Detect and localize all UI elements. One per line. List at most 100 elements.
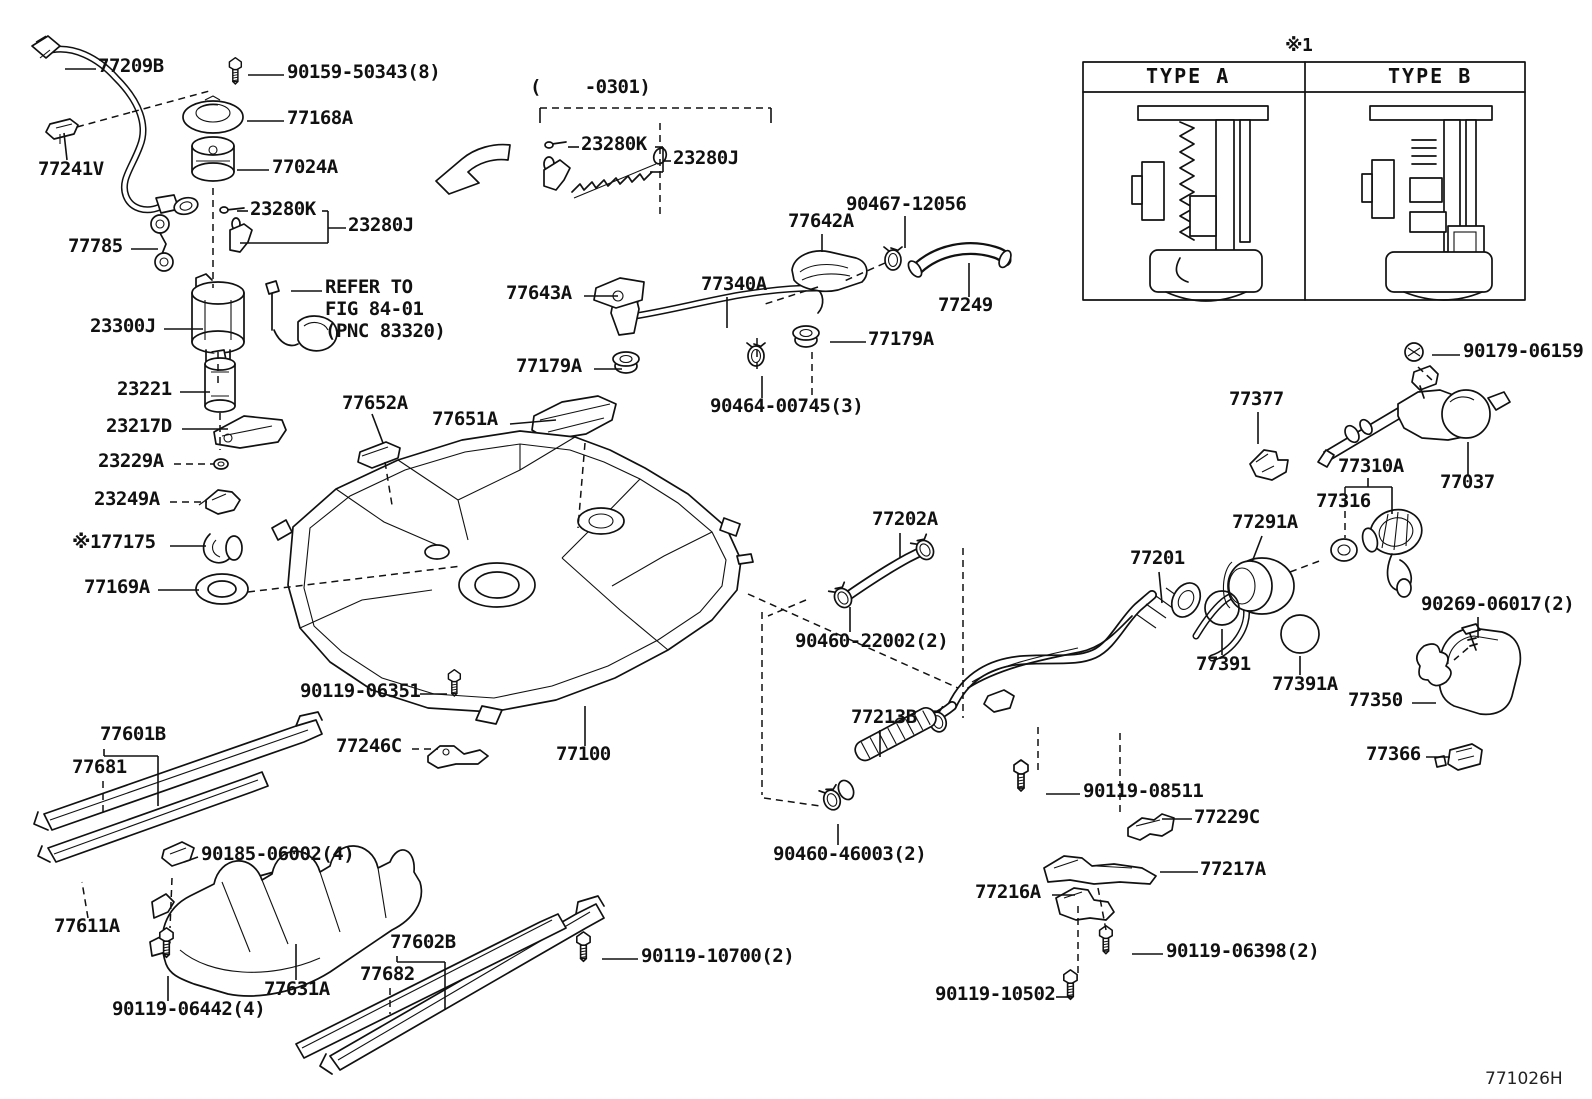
leader-dashed-line (763, 797, 821, 807)
leader-line (1251, 535, 1263, 563)
gasket-77391a-drawing (1280, 614, 1320, 654)
part-label-90460220022: 90460-22002(2) (795, 630, 949, 652)
part-label-77643a: 77643A (506, 282, 572, 304)
fuel-pump-plate-stack-drawing (150, 95, 338, 605)
leader-dashed-line (1417, 366, 1434, 382)
part-label-9017906159: 90179-06159 (1463, 340, 1584, 362)
tank-cushion-pads-drawing (357, 395, 617, 469)
part-label-1: ※1 (1285, 35, 1313, 56)
part-label-9046712056: 90467-12056 (846, 193, 967, 215)
part-label-9011906351: 90119-06351 (300, 680, 421, 702)
part-label-23280j: 23280J (348, 214, 414, 236)
filler-pipe-77201-drawing (837, 582, 1251, 801)
part-label-90159503438: 90159-50343(8) (287, 61, 441, 83)
part-label-77168a: 77168A (287, 107, 353, 129)
bracket-77246c-drawing (427, 745, 489, 769)
part-label-77682: 77682 (360, 963, 415, 985)
leader-line (509, 419, 557, 425)
part-label-90119063982: 90119-06398(2) (1166, 940, 1320, 962)
part-label-23249a: 23249A (94, 488, 160, 510)
part-label-77310a: 77310A (1338, 455, 1404, 477)
part-label-77241v: 77241V (38, 158, 104, 180)
part-label-23280j: 23280J (673, 147, 739, 169)
filler-pipe-brackets-drawing (1043, 813, 1175, 921)
early-production-hose-drawing (543, 141, 668, 199)
type-b-pump-drawing (1361, 105, 1493, 301)
part-label-77179a: 77179A (516, 355, 582, 377)
part-label-fig8401: FIG 84-01 (325, 298, 424, 320)
leader-dashed-line (1289, 559, 1323, 573)
heat-shield-77631a-drawing (149, 845, 423, 997)
filler-neck-retainer-77291a-drawing (1204, 557, 1320, 654)
leader-dashed-line (169, 877, 173, 929)
part-label-77642a: 77642A (788, 210, 854, 232)
breather-pipe-77340a-drawing (593, 242, 1012, 374)
leader-lines-layer (63, 68, 1479, 1014)
leader-dashed-line (577, 442, 586, 529)
part-label-23280k: 23280K (581, 133, 647, 155)
part-label-77249: 77249 (938, 294, 993, 316)
type-a-pump-drawing (1131, 105, 1269, 302)
part-label-77602b: 77602B (390, 931, 456, 953)
part-label-23217d: 23217D (106, 415, 172, 437)
part-label-23280k: 23280K (250, 198, 316, 220)
part-label-referto: REFER TO (325, 276, 413, 298)
part-label-77631a: 77631A (264, 978, 330, 1000)
part-label-90464007453: 90464-00745(3) (710, 395, 864, 417)
part-label-77651a: 77651A (432, 408, 498, 430)
part-label-77100: 77100 (556, 743, 611, 765)
part-label-23300j: 23300J (90, 315, 156, 337)
part-label-0301: ( -0301) (530, 76, 651, 98)
fuel-hose-77202a-drawing (827, 533, 939, 613)
part-label-77201: 77201 (1130, 547, 1185, 569)
part-label-77217a: 77217A (1200, 858, 1266, 880)
part-label-77209b: 77209B (98, 55, 164, 77)
part-label-77202a: 77202A (872, 508, 938, 530)
part-label-77216a: 77216A (975, 881, 1041, 903)
part-label-77169a: 77169A (84, 576, 150, 598)
leader-line (63, 132, 68, 161)
fuel-sender-77037-drawing (1249, 342, 1511, 481)
hose-clip-77241v-drawing (45, 118, 79, 144)
part-label-77316: 77316 (1316, 490, 1371, 512)
part-label-90119064424: 90119-06442(4) (112, 998, 266, 1020)
part-label-90119107002: 90119-10700(2) (641, 945, 795, 967)
part-label-9011910502: 90119-10502 (935, 983, 1056, 1005)
part-label-9011908511: 90119-08511 (1083, 780, 1204, 802)
part-label-typeb: TYPE B (1388, 64, 1473, 88)
pump-type-inset-box (1082, 61, 1526, 302)
leader-dashed-line (761, 286, 819, 306)
fuel-cap-77310a-drawing (1330, 508, 1423, 598)
leader-dashed-line (76, 111, 133, 128)
part-label-77340a: 77340A (701, 273, 767, 295)
part-label-77681: 77681 (72, 756, 127, 778)
leader-dashed-line (81, 881, 89, 919)
figure-code: 771026H (1485, 1069, 1563, 1089)
part-label-23229a: 23229A (98, 450, 164, 472)
leader-dashed-line (767, 599, 807, 617)
fuel-lid-shield-77350-drawing (1415, 623, 1522, 771)
part-label-90460460032: 90460-46003(2) (773, 843, 927, 865)
part-label-typea: TYPE A (1146, 64, 1231, 88)
part-label-77391a: 77391A (1272, 673, 1338, 695)
part-label-77037: 77037 (1440, 471, 1495, 493)
part-label-90269060172: 90269-06017(2) (1421, 593, 1575, 615)
part-label-77601b: 77601B (100, 723, 166, 745)
part-label-77611a: 77611A (54, 915, 120, 937)
part-label-77391: 77391 (1196, 653, 1251, 675)
part-label-77785: 77785 (68, 235, 123, 257)
part-label-90185060024: 90185-06002(4) (201, 843, 355, 865)
part-label-177175: ※177175 (72, 531, 156, 553)
direction-arrow-icon (435, 143, 511, 195)
gasket-77391-drawing (1204, 590, 1240, 626)
leader-dashed-line (1453, 647, 1469, 661)
part-label-77350: 77350 (1348, 689, 1403, 711)
part-label-23221: 23221 (117, 378, 172, 400)
leader-dashed-line (841, 262, 886, 283)
part-label-77377: 77377 (1229, 388, 1284, 410)
part-label-77179a: 77179A (868, 328, 934, 350)
part-label-77024a: 77024A (272, 156, 338, 178)
part-label-77291a: 77291A (1232, 511, 1298, 533)
